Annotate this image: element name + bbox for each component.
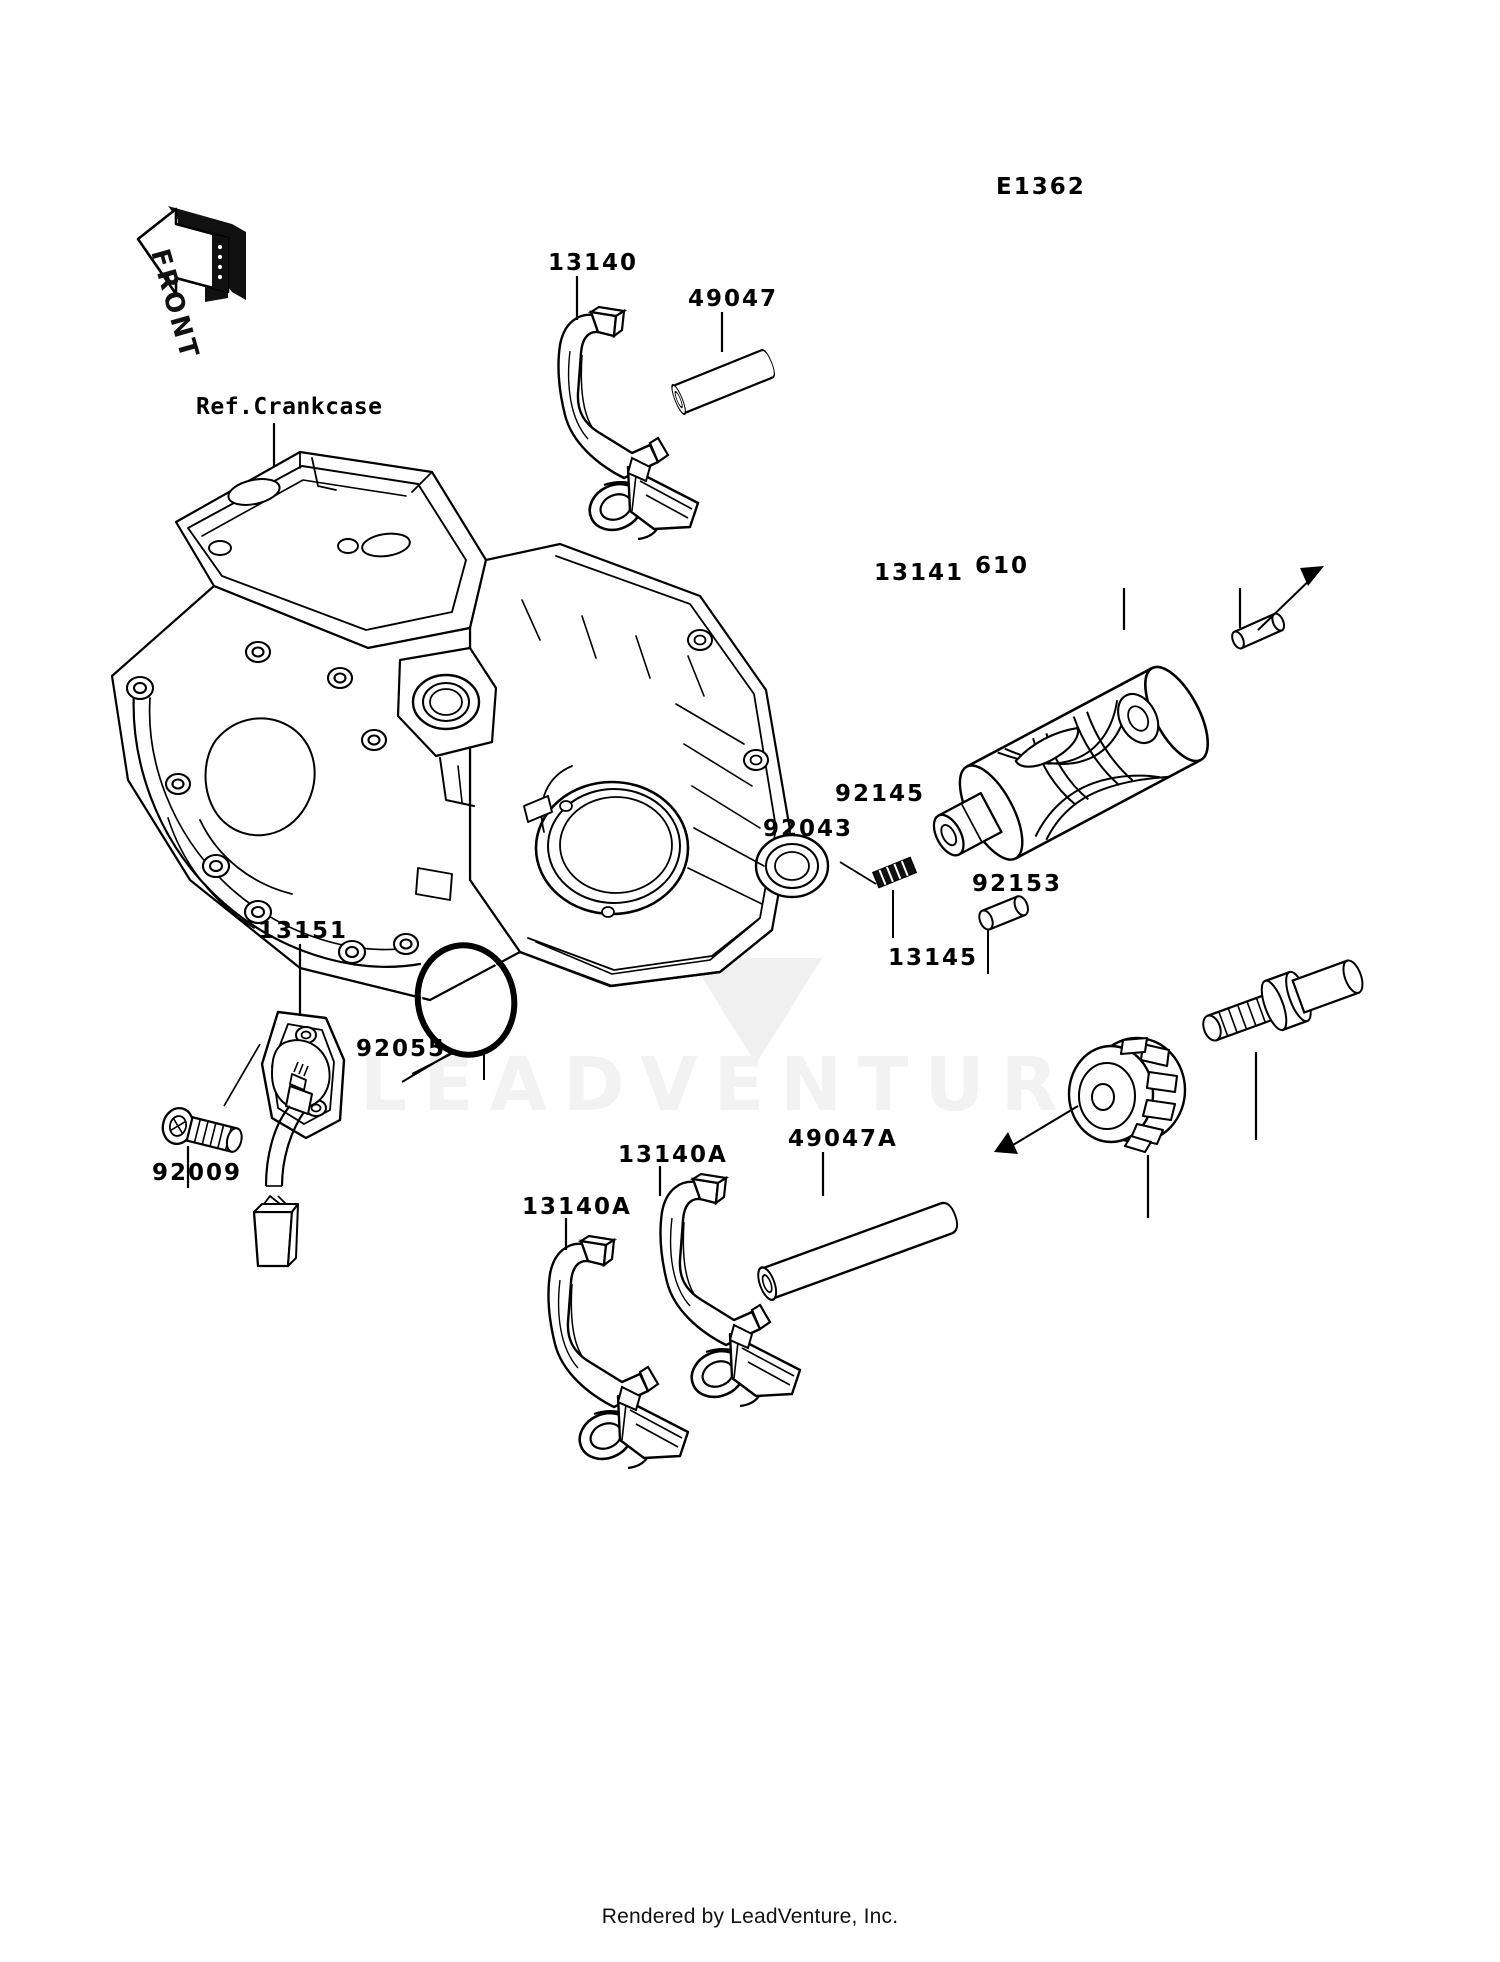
callout-label-92043: 92043 <box>763 816 854 842</box>
part-shift-rod-49047 <box>668 346 779 417</box>
callout-label-13140: 13140 <box>548 250 639 276</box>
callout-label-ref-crankcase: Ref.Crankcase <box>196 394 383 420</box>
callout-label-92009: 92009 <box>152 1160 243 1186</box>
callout-label-92153: 92153 <box>972 871 1063 897</box>
front-direction-marker: FRONT <box>136 206 246 364</box>
callout-label-13141: 13141 <box>874 560 965 586</box>
part-neutral-switch-13151 <box>223 944 346 1268</box>
part-pin-92043 <box>978 895 1029 974</box>
part-spring-92145 <box>839 856 918 938</box>
render-credit-footer: Rendered by LeadVenture, Inc. <box>601 1905 899 1928</box>
part-bolt-92153 <box>1202 959 1364 1140</box>
callout-label-49047: 49047 <box>688 286 779 312</box>
part-gearshift-fork-13140 <box>557 305 700 541</box>
callout-label-92055: 92055 <box>356 1036 447 1062</box>
part-shift-drum-cam-13145 <box>994 1036 1187 1218</box>
diagram-code: E1362 <box>996 174 1086 200</box>
part-pin-610 <box>1231 566 1324 650</box>
part-shift-rod-49047A <box>753 1198 963 1304</box>
callout-label-13151: 13151 <box>258 918 349 944</box>
part-o-ring-92055 <box>401 942 518 1083</box>
callout-label-13140A-top: 13140A <box>618 1142 728 1168</box>
svg-text:LEADVENTURE: LEADVENTURE <box>360 1042 1140 1128</box>
callout-label-49047A: 49047A <box>788 1126 898 1152</box>
part-crankcase-reference <box>110 422 830 1002</box>
callout-label-610: 610 <box>975 553 1030 579</box>
callout-label-13140A-left: 13140A <box>522 1194 632 1220</box>
part-screw-92009 <box>161 1107 243 1188</box>
callout-label-92145: 92145 <box>835 781 926 807</box>
part-shift-drum-13141 <box>932 588 1210 861</box>
callout-label-13145: 13145 <box>888 945 979 971</box>
